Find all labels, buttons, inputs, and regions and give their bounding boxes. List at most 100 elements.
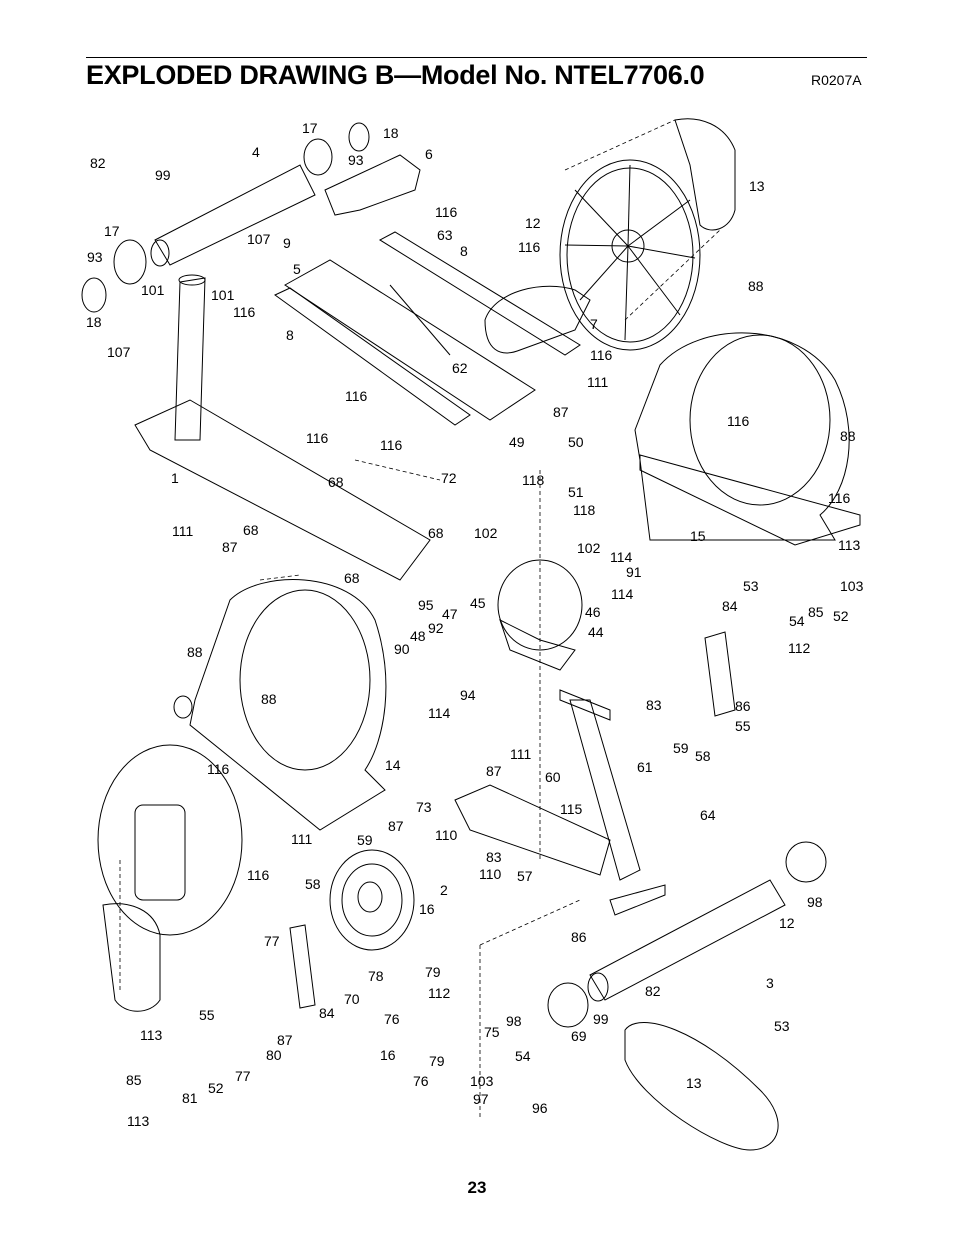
callout: 60 [545, 769, 561, 785]
callout: 85 [126, 1072, 142, 1088]
callout: 116 [233, 304, 256, 320]
callout: 51 [568, 484, 584, 500]
callout: 6 [425, 146, 433, 162]
callout: 96 [532, 1100, 548, 1116]
main-frame-2 [454, 689, 666, 916]
callout: 18 [383, 125, 399, 141]
callout: 112 [428, 985, 451, 1001]
callout: 92 [428, 620, 444, 636]
callout: 111 [587, 374, 608, 390]
pulley-57 [329, 849, 415, 951]
callout: 93 [348, 152, 364, 168]
callout: 118 [522, 472, 545, 488]
callout: 113 [838, 537, 861, 553]
callout: 110 [435, 827, 458, 843]
callout: 14 [385, 757, 401, 773]
callout: 53 [743, 578, 759, 594]
callout: 87 [388, 818, 404, 834]
callout: 116 [435, 204, 458, 220]
callout: 86 [735, 698, 751, 714]
callout: 68 [428, 525, 444, 541]
callout: 7 [590, 316, 598, 332]
callout: 99 [155, 167, 171, 183]
upper-frame-rails [274, 231, 581, 426]
callout: 88 [187, 644, 203, 660]
callout: 102 [577, 540, 601, 556]
callout: 87 [486, 763, 502, 779]
callout: 16 [419, 901, 435, 917]
callout: 115 [560, 801, 583, 817]
callout: 16 [380, 1047, 396, 1063]
callout: 86 [571, 929, 587, 945]
callout: 84 [722, 598, 738, 614]
callout: 116 [590, 347, 613, 363]
callout: 57 [517, 868, 533, 884]
page-title: EXPLODED DRAWING B—Model No. NTEL7706.0 [86, 60, 705, 90]
callout: 80 [266, 1047, 282, 1063]
callout: 58 [305, 876, 321, 892]
callout: 107 [247, 231, 271, 247]
callout: 116 [306, 430, 329, 446]
callout: 82 [90, 155, 106, 171]
callout: 76 [384, 1011, 400, 1027]
callout: 111 [291, 831, 312, 847]
header-rule [86, 57, 867, 58]
callout: 111 [172, 523, 193, 539]
callout: 69 [571, 1028, 587, 1044]
callout: 118 [573, 502, 596, 518]
callout: 54 [789, 613, 805, 629]
callout: 82 [645, 983, 661, 999]
callout: 111 [510, 746, 531, 762]
callout: 68 [328, 474, 344, 490]
callout: 101 [211, 287, 235, 303]
callout: 12 [779, 915, 795, 931]
callout: 62 [452, 360, 468, 376]
callout: 59 [357, 832, 373, 848]
callout: 84 [319, 1005, 335, 1021]
callout: 85 [808, 604, 824, 620]
callout: 116 [380, 437, 403, 453]
part-callouts: 82 99 4 17 18 93 6 17 93 107 9 116 63 8 … [86, 120, 864, 1129]
callout: 1 [171, 470, 179, 486]
callout: 8 [286, 327, 294, 343]
callout: 83 [646, 697, 662, 713]
flywheel-rear [559, 159, 701, 351]
callout: 5 [293, 261, 301, 277]
callout: 50 [568, 434, 584, 450]
callout: 59 [673, 740, 689, 756]
callout: 93 [87, 249, 103, 265]
drawing-code: R0207A [811, 72, 862, 88]
callout: 12 [525, 215, 541, 231]
shroud-14 [173, 579, 387, 831]
callout: 76 [413, 1073, 429, 1089]
callout: 72 [441, 470, 457, 486]
page-number: 23 [467, 1178, 487, 1197]
base-frame-1 [134, 274, 431, 581]
callout: 13 [749, 178, 765, 194]
callout: 3 [766, 975, 774, 991]
callout: 116 [727, 413, 750, 429]
callout: 103 [840, 578, 864, 594]
callout: 113 [127, 1113, 150, 1129]
callout: 116 [345, 388, 368, 404]
callout: 87 [553, 404, 569, 420]
housing-6 [324, 154, 421, 216]
callout: 87 [277, 1032, 293, 1048]
callout: 53 [774, 1018, 790, 1034]
callout: 15 [690, 528, 706, 544]
callout: 17 [302, 120, 318, 136]
callout: 95 [418, 597, 434, 613]
callout: 81 [182, 1090, 198, 1106]
callout: 77 [264, 933, 280, 949]
callout: 75 [484, 1024, 500, 1040]
callout: 90 [394, 641, 410, 657]
callout: 101 [141, 282, 165, 298]
callout: 116 [518, 239, 541, 255]
callout: 64 [700, 807, 716, 823]
callout: 79 [429, 1053, 445, 1069]
callout: 116 [247, 867, 270, 883]
callout: 44 [588, 624, 604, 640]
callout: 103 [470, 1073, 494, 1089]
callout: 114 [611, 586, 634, 602]
